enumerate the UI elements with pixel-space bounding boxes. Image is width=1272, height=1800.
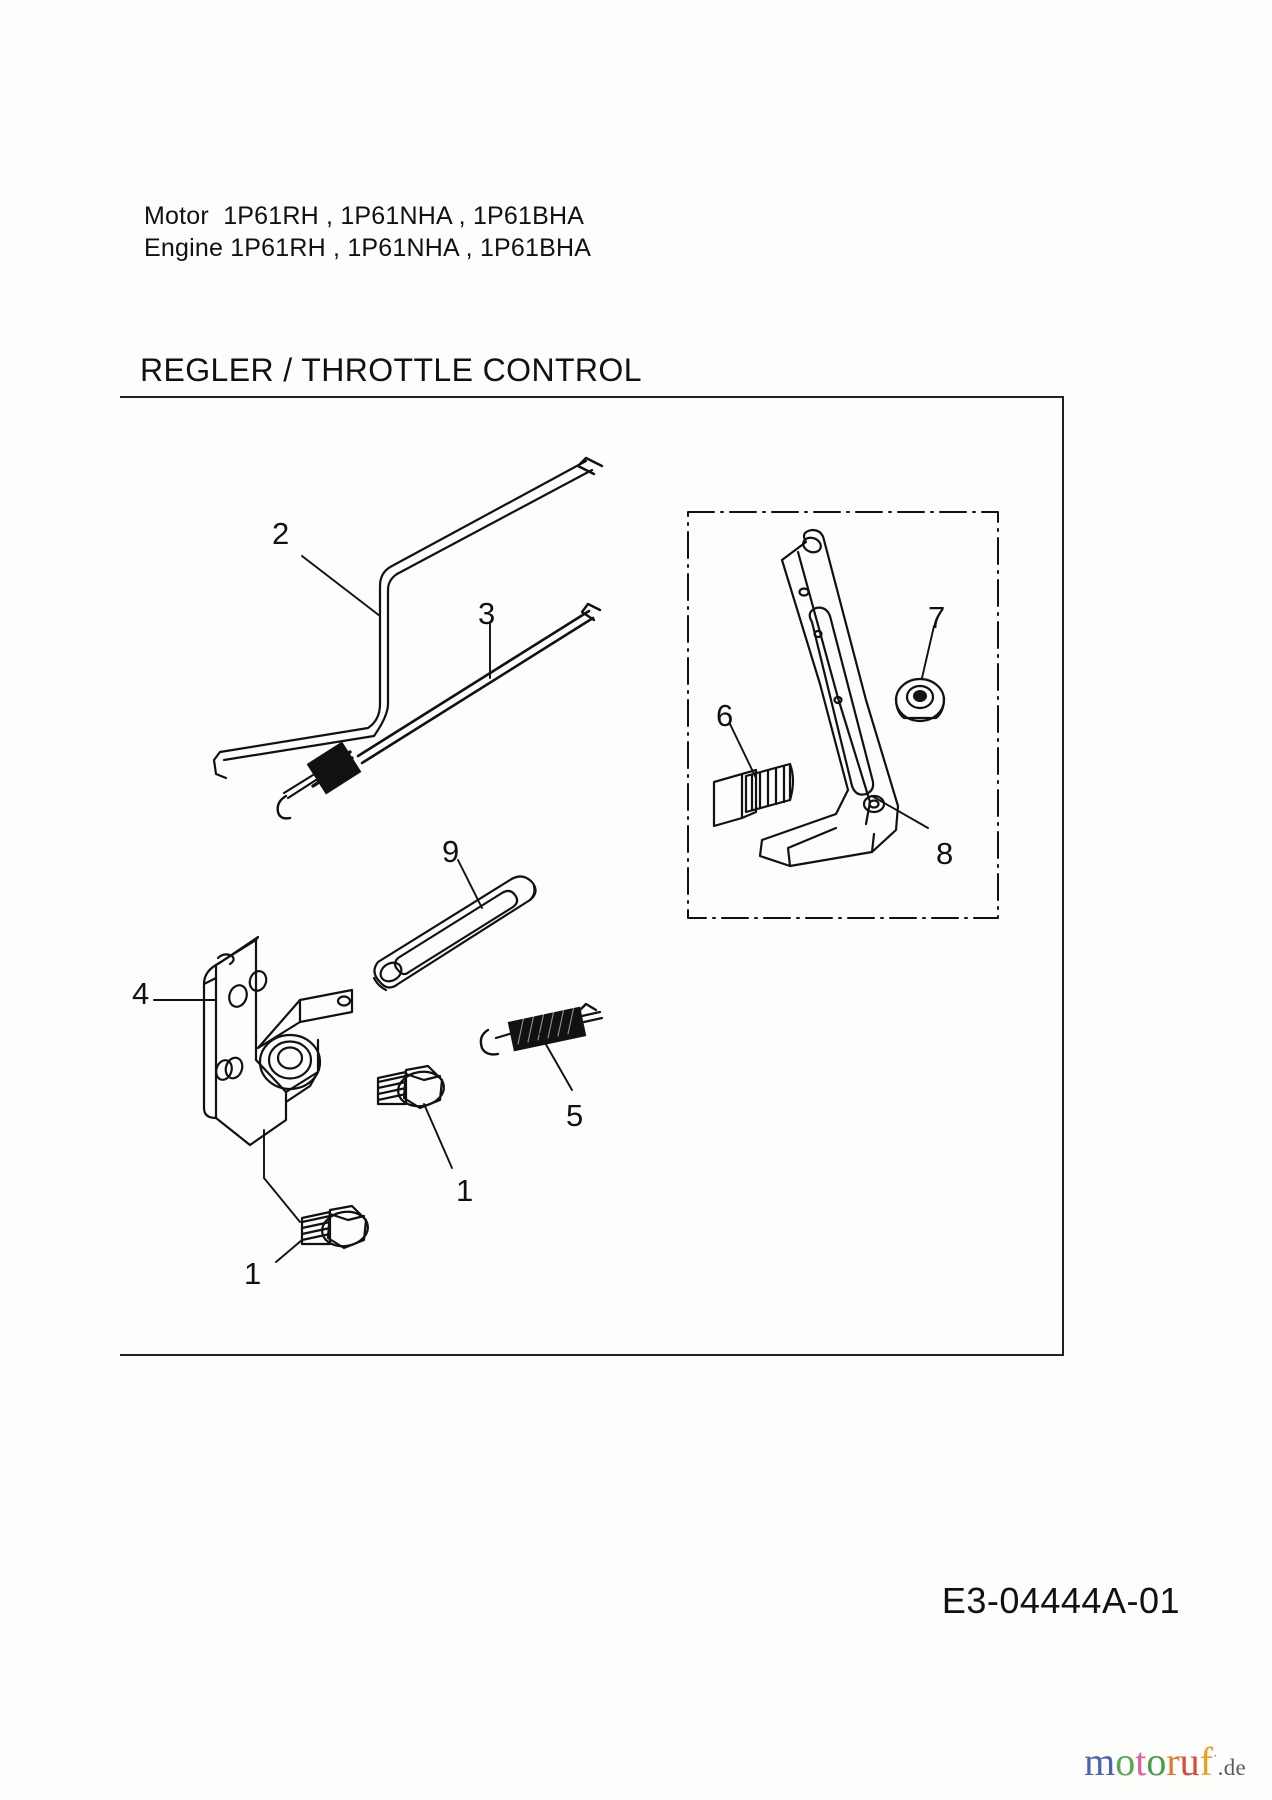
callout-6[interactable]: 6 (716, 698, 734, 733)
drawing-frame (120, 396, 1064, 1356)
logo-letter-o1: o (1115, 1739, 1136, 1784)
callout-8[interactable]: 8 (936, 836, 954, 871)
callout-9[interactable]: 9 (442, 834, 460, 869)
engine-model-header: Motor 1P61RH , 1P61NHA , 1P61BHA Engine … (144, 200, 591, 264)
logo-tld: .de (1217, 1755, 1246, 1780)
callout-4[interactable]: 4 (132, 976, 150, 1011)
callout-5[interactable]: 5 (566, 1098, 584, 1133)
section-title: REGLER / THROTTLE CONTROL (140, 352, 642, 388)
logo-letter-m: m (1084, 1739, 1116, 1784)
callout-1-upper[interactable]: 1 (456, 1173, 474, 1208)
logo-letter-u: u (1179, 1739, 1200, 1784)
document-code: E3-04444A-01 (941, 1580, 1180, 1621)
logo-letter-t: t (1135, 1739, 1147, 1784)
drawing-frame-bottom-rule (120, 1354, 1064, 1356)
logo-tick-mark: · (1212, 1749, 1218, 1765)
logo-letter-r: r (1166, 1739, 1180, 1784)
logo-letter-f: f (1199, 1739, 1213, 1784)
callout-2[interactable]: 2 (272, 516, 290, 551)
callout-7[interactable]: 7 (928, 600, 946, 635)
header-line-english: Engine 1P61RH , 1P61NHA , 1P61BHA (144, 234, 592, 262)
logo-letter-o2: o (1146, 1739, 1167, 1784)
header-line-german: Motor 1P61RH , 1P61NHA , 1P61BHA (144, 202, 585, 230)
callout-3[interactable]: 3 (478, 596, 496, 631)
callout-1-lower[interactable]: 1 (244, 1256, 262, 1291)
motoruf-logo: motoruf·.de (1084, 1742, 1246, 1782)
